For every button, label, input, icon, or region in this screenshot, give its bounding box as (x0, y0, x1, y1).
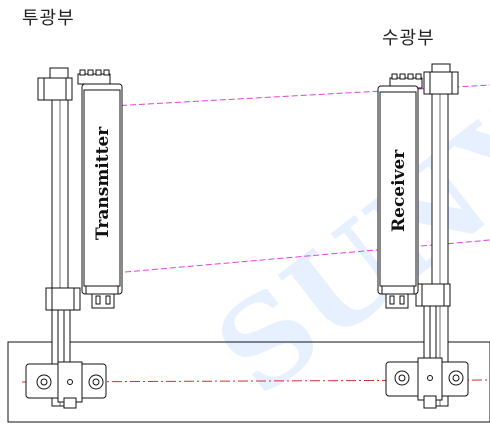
transmitter-assembly (25, 67, 123, 409)
receiver-bottom-bracket (415, 283, 451, 307)
base-plate (7, 341, 490, 423)
beam-line-bottom (124, 239, 490, 273)
receiver-side-label: 수광부 (382, 28, 435, 49)
transmitter-top-bracket (37, 77, 73, 101)
receiver-assembly (377, 63, 469, 409)
transmitter-bottom-bracket (45, 287, 81, 311)
receiver-hole-center (427, 375, 433, 381)
transmitter-body-label: Transmitter (93, 126, 113, 240)
receiver-body-label: Receiver (389, 149, 409, 232)
receiver-top-bracket (423, 71, 459, 95)
transmitter-hole-center (67, 379, 73, 385)
transmitter-side-label: 투광부 (22, 8, 75, 29)
